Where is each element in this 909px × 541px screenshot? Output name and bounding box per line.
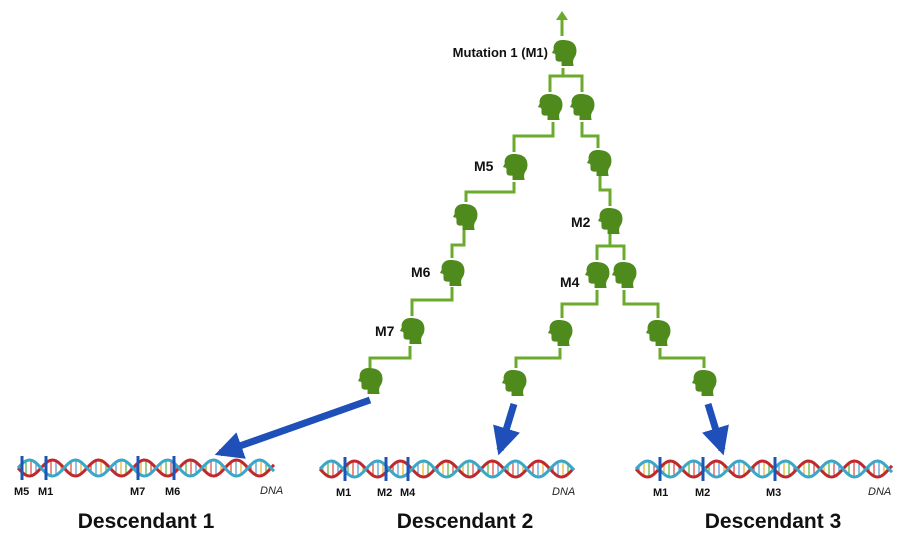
- mutation-label-m4: M4: [560, 274, 580, 290]
- up-arrow-icon: [556, 11, 568, 36]
- mutation-label-m6: M6: [411, 264, 431, 280]
- head-silhouette-icon: [598, 208, 623, 234]
- marker-label: M4: [400, 487, 416, 499]
- head-silhouette-icon: [538, 94, 563, 120]
- marker-label: M1: [336, 487, 351, 499]
- head-silhouette-icon: [453, 204, 478, 230]
- arrow-to-descendant-3: [702, 402, 729, 456]
- descendant-1-title: Descendant 1: [78, 510, 215, 533]
- head-silhouette-icon: [358, 368, 383, 394]
- head-silhouette-icon: [503, 154, 528, 180]
- descendant-3-markers: M1 M2 M3 DNA: [653, 486, 891, 499]
- lineage-connectors: [368, 68, 706, 368]
- head-silhouette-icon: [570, 94, 595, 120]
- marker-label: M3: [766, 487, 781, 499]
- mutation-label-m7: M7: [375, 323, 395, 339]
- descendant-1-markers: M5 M1 M7 M6 DNA: [14, 485, 283, 498]
- mutation-label-m2: M2: [571, 214, 591, 230]
- dna-backbone-red: [634, 459, 894, 479]
- dna-strand-descendant-3: [634, 457, 894, 481]
- arrow-to-descendant-2: [493, 402, 520, 456]
- dna-strand-descendant-1: [16, 456, 276, 480]
- head-silhouette-icon: [612, 262, 637, 288]
- head-silhouette-icon: [585, 262, 610, 288]
- dna-strand-descendant-2: [318, 457, 576, 481]
- head-silhouette-icon: [646, 320, 671, 346]
- dna-backbone-red: [318, 459, 576, 479]
- descendant-3-title: Descendant 3: [705, 510, 842, 533]
- head-silhouette-icon: [692, 370, 717, 396]
- marker-label: M1: [38, 486, 53, 498]
- dna-label: DNA: [868, 486, 891, 498]
- descendant-arrows: [214, 396, 729, 459]
- mutation-label-m5: M5: [474, 158, 494, 174]
- dna-backbone-red: [16, 458, 276, 478]
- marker-label: M1: [653, 487, 668, 499]
- dna-label: DNA: [552, 486, 575, 498]
- lineage-people: [358, 40, 717, 396]
- dna-backbone-cyan: [318, 459, 576, 479]
- head-silhouette-icon: [440, 260, 465, 286]
- head-silhouette-icon: [400, 318, 425, 344]
- marker-label: M6: [165, 486, 180, 498]
- root-mutation-label: Mutation 1 (M1): [453, 45, 548, 60]
- head-silhouette-icon: [548, 320, 573, 346]
- marker-label: M7: [130, 486, 145, 498]
- marker-label: M5: [14, 486, 29, 498]
- arrow-to-descendant-1: [214, 396, 372, 459]
- descendant-2-markers: M1 M2 M4 DNA: [336, 486, 575, 499]
- dna-backbone-cyan: [634, 459, 894, 479]
- head-silhouette-icon: [552, 40, 577, 66]
- marker-label: M2: [695, 487, 710, 499]
- dna-backbone-cyan: [16, 458, 276, 478]
- head-silhouette-icon: [587, 150, 612, 176]
- marker-label: M2: [377, 487, 392, 499]
- dna-label: DNA: [260, 485, 283, 497]
- head-silhouette-icon: [502, 370, 527, 396]
- descendant-2-title: Descendant 2: [397, 510, 534, 533]
